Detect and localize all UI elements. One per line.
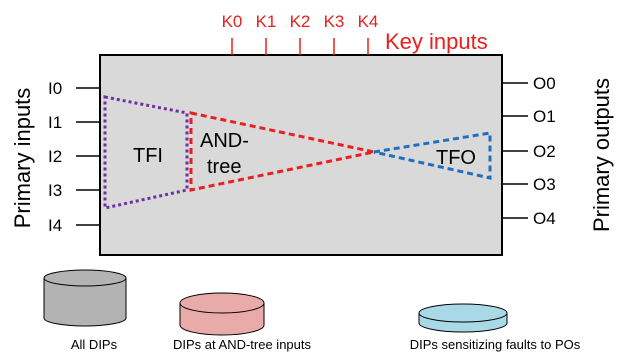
output-label-o0: O0 xyxy=(533,74,556,93)
and-tree-region xyxy=(189,111,375,192)
tfi-label: TFI xyxy=(133,145,163,167)
input-label-i2: I2 xyxy=(48,147,62,166)
key-label-k1: K1 xyxy=(256,12,277,31)
circuit-block xyxy=(99,54,503,256)
input-label-i0: I0 xyxy=(48,79,62,98)
key-input-pins xyxy=(231,38,369,55)
legend-all-dips: All DIPs xyxy=(43,269,127,352)
primary-outputs-title: Primary outputs xyxy=(589,78,614,232)
cylinder-and-tree-top xyxy=(179,292,265,314)
tfo-label: TFO xyxy=(436,147,476,169)
tfo-region xyxy=(373,131,492,180)
cylinder-sensitizing-top xyxy=(418,303,508,323)
and-tree-label-line1: AND- xyxy=(200,130,249,152)
legend-label-all-dips: All DIPs xyxy=(71,337,118,352)
output-label-o4: O4 xyxy=(533,209,556,228)
legend-label-sensitizing-dips: DIPs sensitizing faults to POs xyxy=(410,337,581,352)
key-label-k2: K2 xyxy=(290,12,311,31)
primary-output-pins xyxy=(502,82,528,219)
cylinder-all-dips-top xyxy=(43,269,127,287)
legend-label-and-tree-dips: DIPs at AND-tree inputs xyxy=(173,337,311,352)
output-label-o1: O1 xyxy=(533,107,556,126)
primary-inputs-title: Primary inputs xyxy=(10,88,35,229)
input-label-i4: I4 xyxy=(48,216,62,235)
cylinder-all-dips-body xyxy=(43,278,127,327)
key-inputs-title: Key inputs xyxy=(385,29,488,54)
input-label-i3: I3 xyxy=(48,181,62,200)
output-label-o3: O3 xyxy=(533,175,556,194)
key-label-k0: K0 xyxy=(222,12,243,31)
legend-sensitizing-dips: DIPs sensitizing faults to POs xyxy=(410,303,581,352)
and-tree-label-line2: tree xyxy=(207,156,241,178)
tfi-region xyxy=(103,95,189,210)
legend-and-tree-dips: DIPs at AND-tree inputs xyxy=(173,292,311,352)
output-label-o2: O2 xyxy=(533,142,556,161)
key-label-k4: K4 xyxy=(358,12,379,31)
input-label-i1: I1 xyxy=(48,113,62,132)
key-label-k3: K3 xyxy=(324,12,345,31)
primary-input-pins xyxy=(76,87,100,226)
